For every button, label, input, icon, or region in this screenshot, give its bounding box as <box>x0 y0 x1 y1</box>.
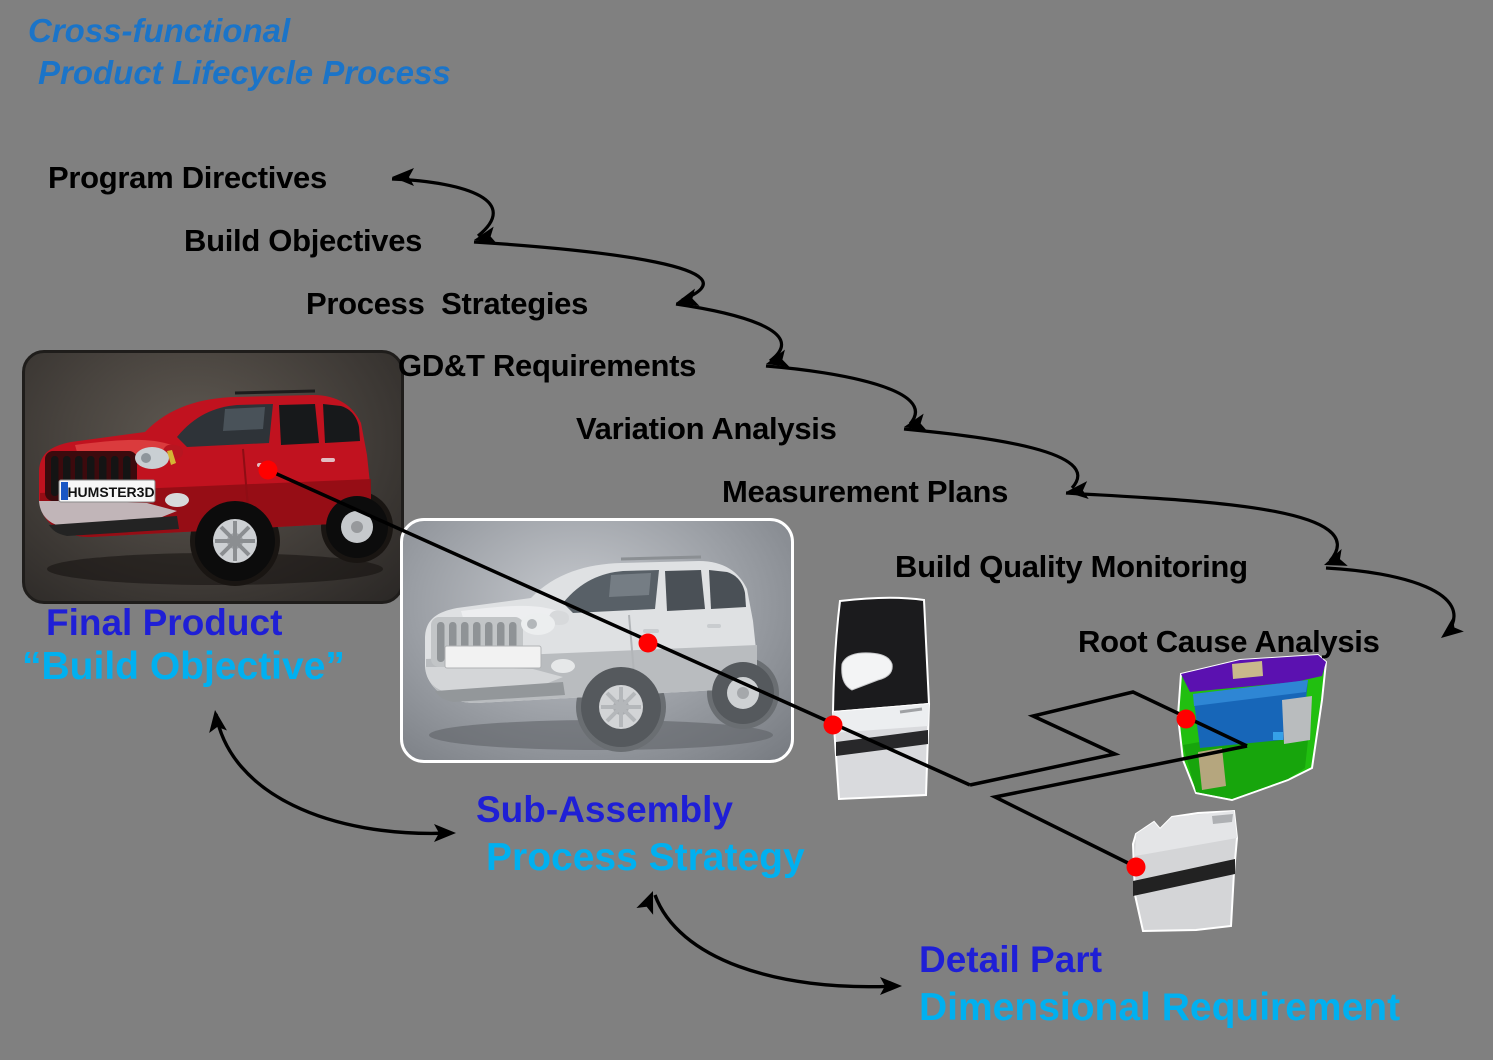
step-process-strategies: Process Strategies <box>306 286 589 321</box>
step-gdt-requirements: GD&T Requirements <box>398 348 697 383</box>
detail-part-title: Detail Part <box>919 939 1103 980</box>
final-product-title: Final Product <box>46 602 283 643</box>
red-suv-image: HUMSTER3D <box>22 350 404 604</box>
step-measurement-plans: Measurement Plans <box>722 474 1009 509</box>
step-build-objectives: Build Objectives <box>184 223 423 258</box>
leader-zigzag-outer-panel <box>989 744 1248 869</box>
detail-part-subtitle: Dimensional Requirement <box>919 986 1401 1029</box>
sub-assembly-subtitle: Process Strategy <box>486 836 805 879</box>
step-build-quality-monitoring: Build Quality Monitoring <box>895 549 1248 584</box>
leader-zigzag-inner-panel <box>969 690 1248 787</box>
sub-assembly-title: Sub-Assembly <box>476 789 734 830</box>
datum-dot-door-assembly <box>823 715 843 735</box>
step-variation-analysis: Variation Analysis <box>576 411 837 446</box>
final-product-subtitle: “Build Objective” <box>22 645 345 688</box>
page-title: Cross-functional Product Lifecycle Proce… <box>28 10 451 94</box>
red-suv-render: HUMSTER3D <box>39 389 393 586</box>
step-root-cause-analysis: Root Cause Analysis <box>1078 624 1380 659</box>
datum-dot-outer-panel <box>1126 857 1146 877</box>
white-suv-render <box>425 555 779 752</box>
title-line-2: Product Lifecycle Process <box>38 54 451 91</box>
door-assembly-image <box>831 596 931 801</box>
step-program-directives: Program Directives <box>48 160 327 195</box>
license-plate-text: HUMSTER3D <box>67 484 154 500</box>
datum-dot-inner-panel <box>1176 709 1196 729</box>
door-inner-panel-image <box>1176 653 1328 802</box>
white-suv-image <box>400 518 794 763</box>
door-outer-panel-image <box>1131 809 1239 933</box>
title-line-1: Cross-functional <box>28 12 291 49</box>
